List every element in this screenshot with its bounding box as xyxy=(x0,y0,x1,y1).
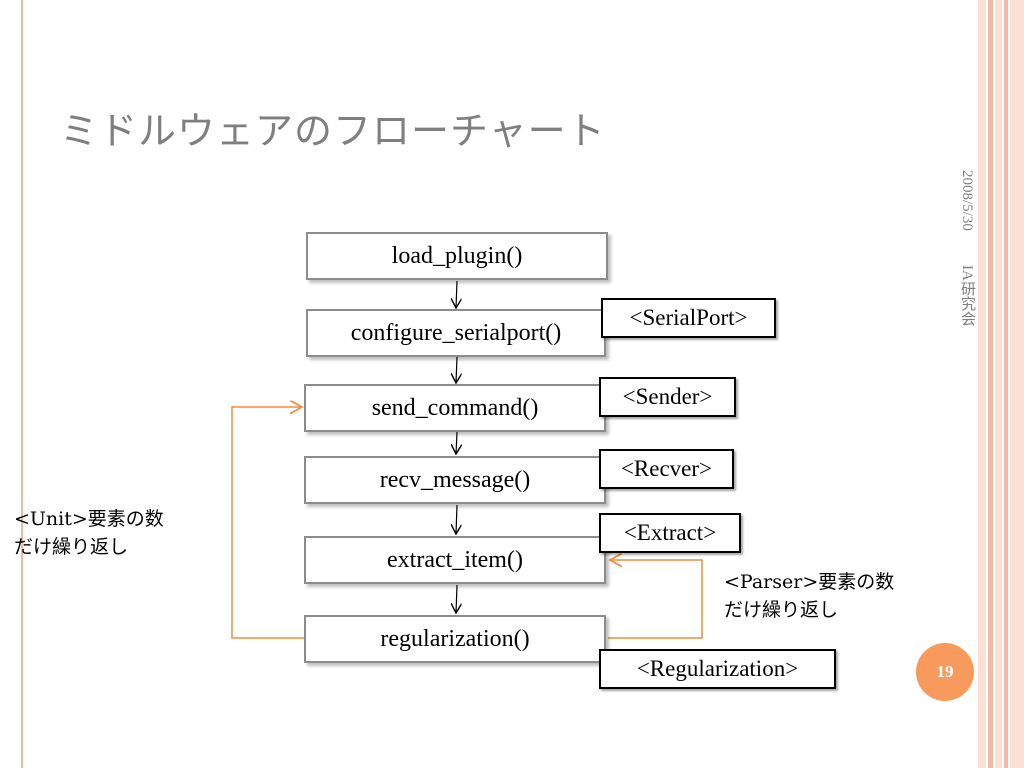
parser-loop-note: <Parser>要素の数 だけ繰り返し xyxy=(724,568,894,624)
tag-extract: <Extract> xyxy=(599,513,741,553)
slide-organization: IA研究会 xyxy=(959,264,975,326)
unit-loop-note-line2: だけ繰り返し xyxy=(14,536,129,558)
tag-sender: <Sender> xyxy=(599,377,736,417)
node-send-command: send_command() xyxy=(304,384,606,432)
tag-regularization: <Regularization> xyxy=(599,649,836,689)
node-load-plugin: load_plugin() xyxy=(306,232,608,280)
slide-title: ミドルウェアのフローチャート xyxy=(60,109,606,153)
arrow-5 xyxy=(456,584,457,613)
slide-footer-vertical: 2008/5/30IA研究会 xyxy=(957,170,978,326)
node-extract-item: extract_item() xyxy=(304,536,606,584)
parser-loop-note-line1: <Parser>要素の数 xyxy=(724,571,895,593)
arrow-2 xyxy=(456,356,457,383)
slide-date: 2008/5/30 xyxy=(959,170,975,231)
tag-serialport: <SerialPort> xyxy=(601,298,776,338)
arrow-3 xyxy=(456,431,457,454)
right-border xyxy=(978,0,1024,768)
parser-loop-note-line2: だけ繰り返し xyxy=(724,599,839,621)
unit-loop-note: <Unit>要素の数 だけ繰り返し xyxy=(14,505,164,561)
node-configure-serialport: configure_serialport() xyxy=(306,309,606,357)
left-border xyxy=(0,0,26,768)
node-recv-message: recv_message() xyxy=(304,456,606,504)
page-number-badge: 19 xyxy=(916,643,974,701)
arrow-4 xyxy=(456,504,457,534)
unit-loop-arrow xyxy=(231,407,304,639)
parser-loop-arrow xyxy=(608,560,703,639)
node-regularization: regularization() xyxy=(304,615,606,663)
tag-recver: <Recver> xyxy=(599,449,734,489)
arrow-1 xyxy=(456,280,457,308)
unit-loop-note-line1: <Unit>要素の数 xyxy=(14,508,164,530)
